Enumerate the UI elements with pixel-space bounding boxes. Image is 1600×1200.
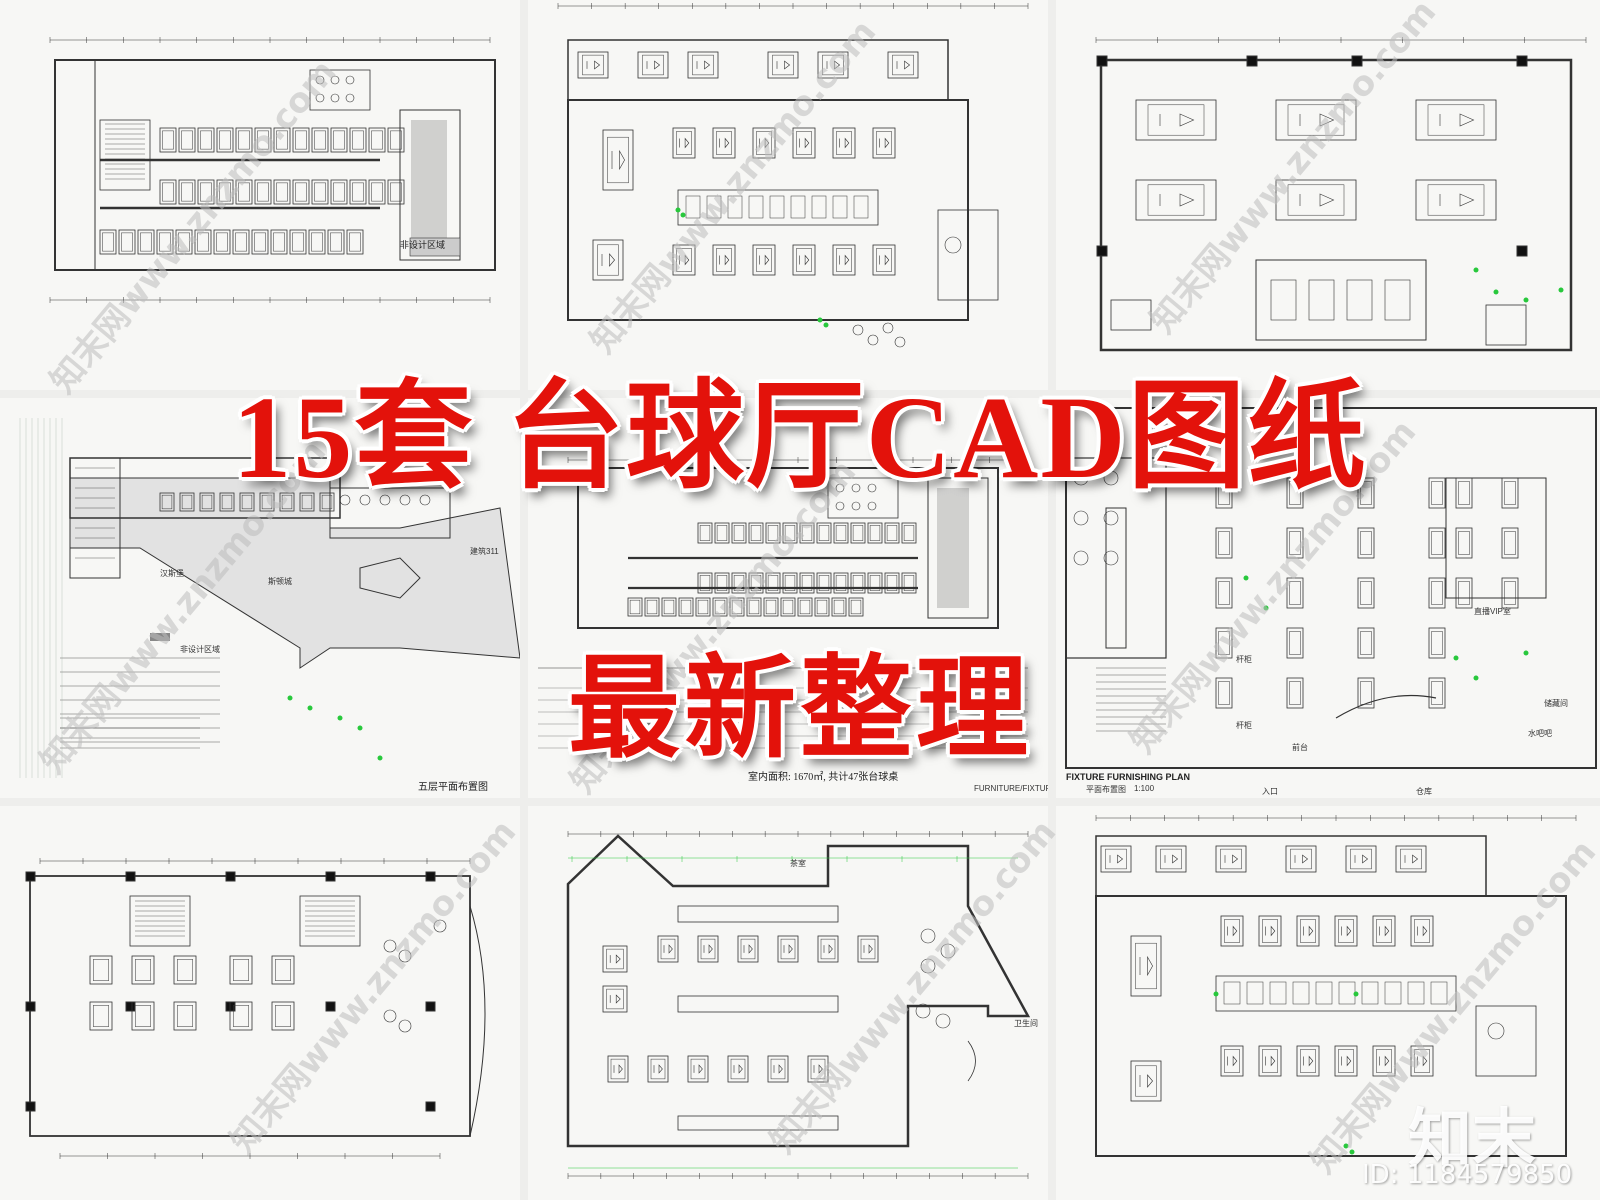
brand-logo: 知末 [1408,1103,1536,1177]
plan-room-label: 建筑311 [470,547,499,556]
billiard-hall-floor-plan-7 [25,858,486,1159]
plan-room-label: 茶室 [790,859,806,868]
plan-room-label: 水吧吧 [1528,729,1552,738]
plan-room-label: 杆柜 [1236,721,1252,730]
plan-room-label: 卫生间 [1014,1019,1038,1028]
billiard-hall-floor-plan-1 [49,37,496,303]
headline-subtitle: 最新整理 [568,648,1032,772]
billiard-hall-floor-plan-5 [538,457,1029,749]
cad-plan-tile-6: FIXTURE FURNISHING PLAN 平面布置图 1:100 杆柜 杆… [1056,398,1600,798]
plan-caption: 室内面积: 1670㎡, 共计47张台球桌 [748,772,899,783]
cad-plan-tile-7 [0,806,520,1200]
headline-title: 15套 台球厅CAD图纸 [232,372,1368,503]
cad-plan-tile-2 [528,0,1048,390]
plan-room-label: 入口 [1262,787,1278,796]
billiard-hall-floor-plan-6 [1065,407,1597,769]
non-design-area-label: 非设计区域 [400,240,446,250]
plan-room-label: 储藏间 [1544,699,1568,708]
cad-plan-tile-5: 室内面积: 1670㎡, 共计47张台球桌 FURNITURE/FIXTURE … [528,398,1048,798]
cad-plan-tile-3 [1056,0,1600,390]
billiard-hall-floor-plan-2 [557,3,1029,348]
billiard-hall-floor-plan-8 [566,831,1031,1179]
cad-plan-tile-8: 茶室 卫生间 [528,806,1048,1200]
cad-plan-tile-1: 非设计区域 [0,0,520,390]
plan-subtitle: 平面布置图 [1086,785,1126,794]
plan-title-en: FIXTURE FURNISHING PLAN [1066,772,1191,782]
plan-scale: 1:100 [1134,784,1155,793]
cad-plan-tile-9 [1056,806,1600,1200]
plan-room-label: 直播VIP室 [1474,607,1511,616]
schedule-title: FURNITURE/FIXTURE PLA [974,784,1048,793]
plan-room-label: 非设计区域 [180,645,220,654]
plan-title: 五层平面布置图 [418,782,488,793]
billiard-hall-floor-plan-9 [1095,815,1577,1157]
image-id-label: ID: 1184579850 [1362,1160,1573,1190]
plan-room-label: 杆柜 [1236,655,1252,664]
cad-plan-tile-4: 汉斯堡 斯顿城 建筑311 非设计区域 五层平面布置图 [0,398,520,798]
plan-room-label: 仓库 [1416,787,1432,796]
billiard-hall-floor-plan-3 [1095,37,1587,352]
plan-room-label: 斯顿城 [268,577,292,586]
plan-room-label: 汉斯堡 [160,569,184,578]
billiard-hall-floor-plan-4 [19,418,520,778]
plan-room-label: 前台 [1292,743,1308,752]
